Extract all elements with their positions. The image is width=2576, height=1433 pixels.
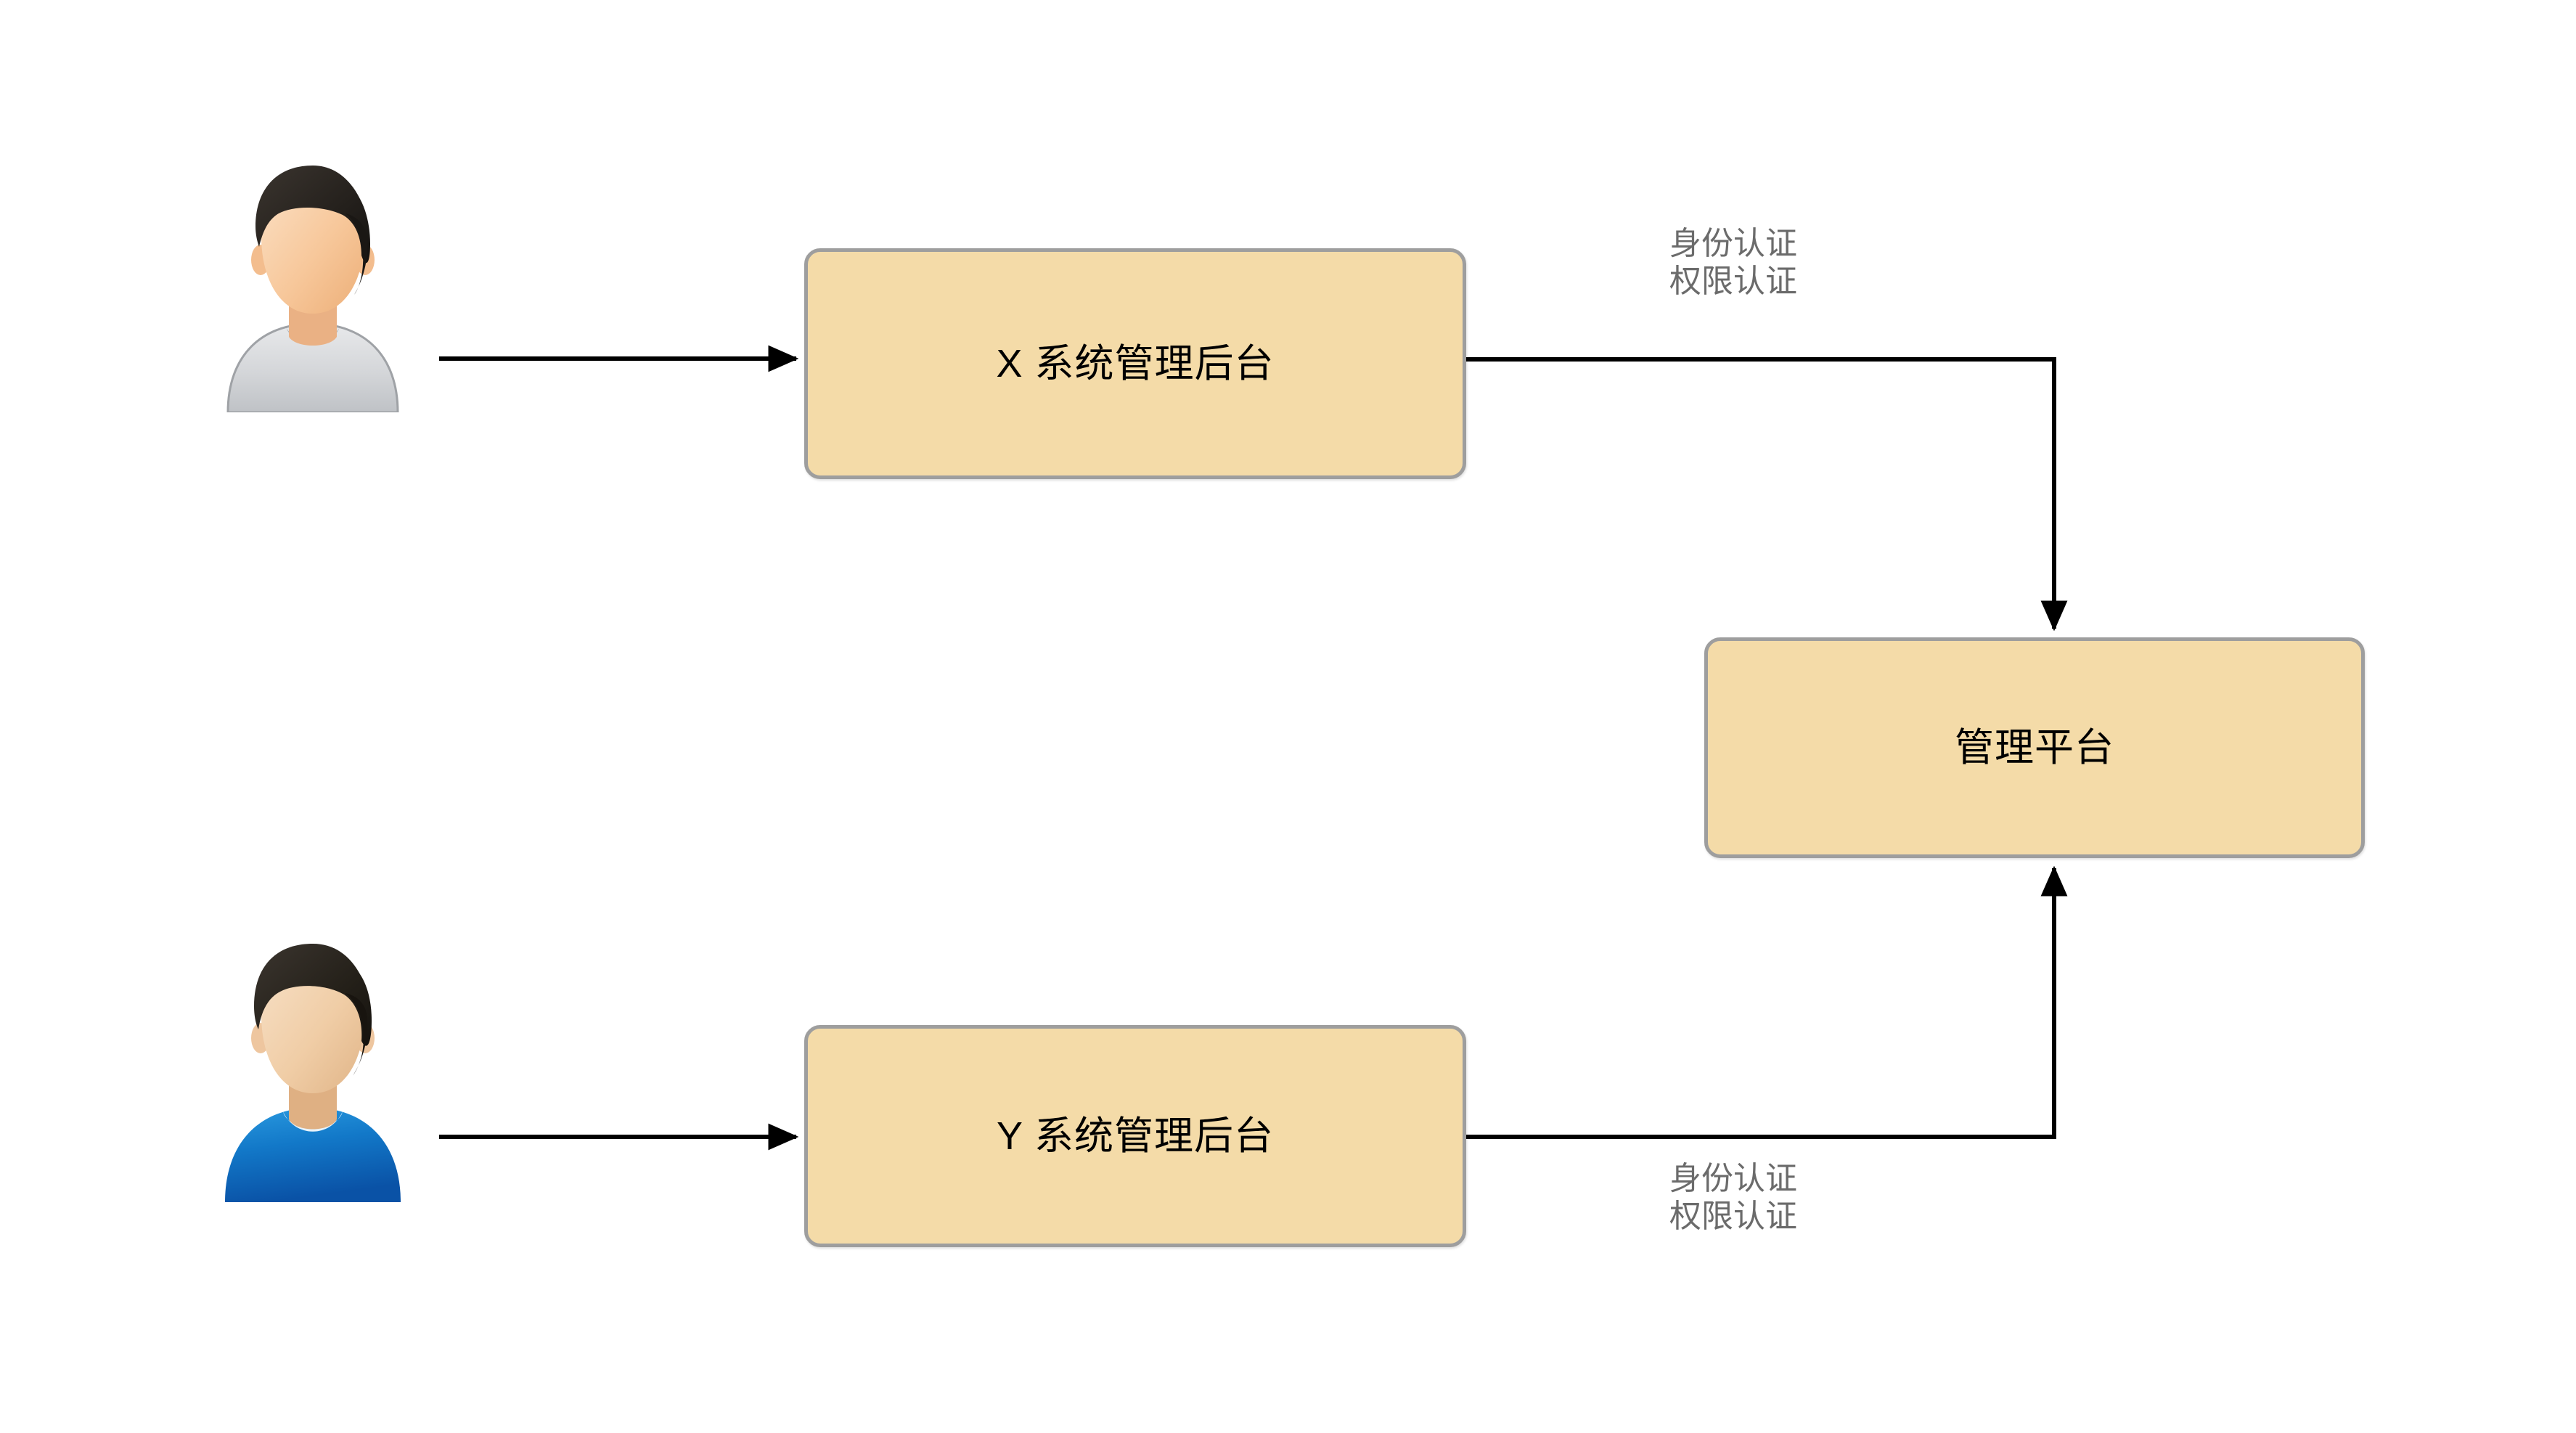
edge-label-x-to-platform: 身份认证 权限认证 <box>1669 225 1797 301</box>
node-y-system[interactable]: Y 系统管理后台 <box>804 1025 1466 1247</box>
edge-label-line-permission: 权限认证 <box>1669 263 1797 299</box>
node-x-system-label: X 系统管理后台 <box>996 341 1275 385</box>
node-y-system-label: Y 系统管理后台 <box>996 1114 1275 1158</box>
user-avatar-2 <box>210 935 415 1202</box>
node-management-platform[interactable]: 管理平台 <box>1704 637 2365 858</box>
edge-label-line-identity: 身份认证 <box>1669 1161 1797 1196</box>
edge-y-system-to-platform <box>1466 865 2068 1139</box>
node-management-platform-label: 管理平台 <box>1955 725 2114 769</box>
user-avatar-icon <box>225 944 401 1202</box>
user-avatar-1 <box>210 158 415 414</box>
node-x-system[interactable]: X 系统管理后台 <box>804 248 1466 479</box>
user-avatar-icon <box>226 166 399 414</box>
edge-label-line-permission: 权限认证 <box>1669 1198 1797 1234</box>
edge-x-system-to-platform <box>1466 357 2068 632</box>
edge-label-y-to-platform: 身份认证 权限认证 <box>1669 1160 1797 1236</box>
edge-label-line-identity: 身份认证 <box>1669 226 1797 261</box>
